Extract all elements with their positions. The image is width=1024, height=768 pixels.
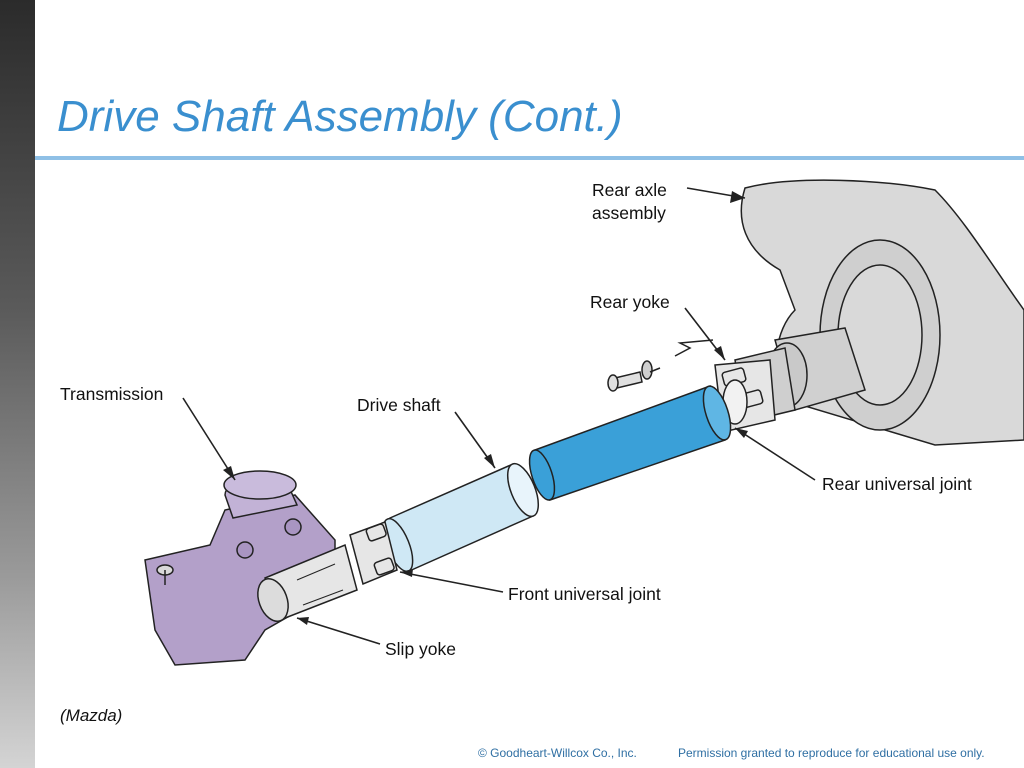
label-rear-universal-joint: Rear universal joint [822,474,972,494]
label-transmission: Transmission [60,384,163,404]
image-credit: (Mazda) [60,706,123,725]
label-rear-yoke: Rear yoke [590,292,670,312]
front-universal-joint-arrow [399,571,504,593]
transmission-arrow [182,397,236,481]
arrow-heads [223,191,748,625]
bolt-washer [607,360,661,392]
slip-yoke [257,543,358,622]
label-drive-shaft: Drive shaft [357,395,441,415]
footer-copyright: © Goodheart-Willcox Co., Inc. [478,746,637,760]
front-universal-joint [349,521,398,586]
transmission [144,470,336,666]
drive-shaft-diagram: Rear axle assembly Rear yoke Transmissio… [60,179,1024,666]
drive-shaft-front-half [382,462,540,574]
label-slip-yoke: Slip yoke [385,639,456,659]
rear-universal-joint-arrow [734,427,816,481]
break-zigzag [674,339,714,357]
title-divider [35,156,1024,160]
label-rear-axle-line1: Rear axle [592,180,667,200]
slide-title: Drive Shaft Assembly (Cont.) [57,92,623,141]
footer-permission: Permission granted to reproduce for educ… [678,746,985,760]
drive-shaft-rear-half [528,385,732,501]
label-rear-axle-line2: assembly [592,203,666,223]
slip-yoke-arrow [296,617,381,645]
rear-universal-joint [714,359,776,433]
rear-axle-assembly [734,179,1024,446]
label-front-universal-joint: Front universal joint [508,584,661,604]
side-gradient-bar [0,0,35,768]
